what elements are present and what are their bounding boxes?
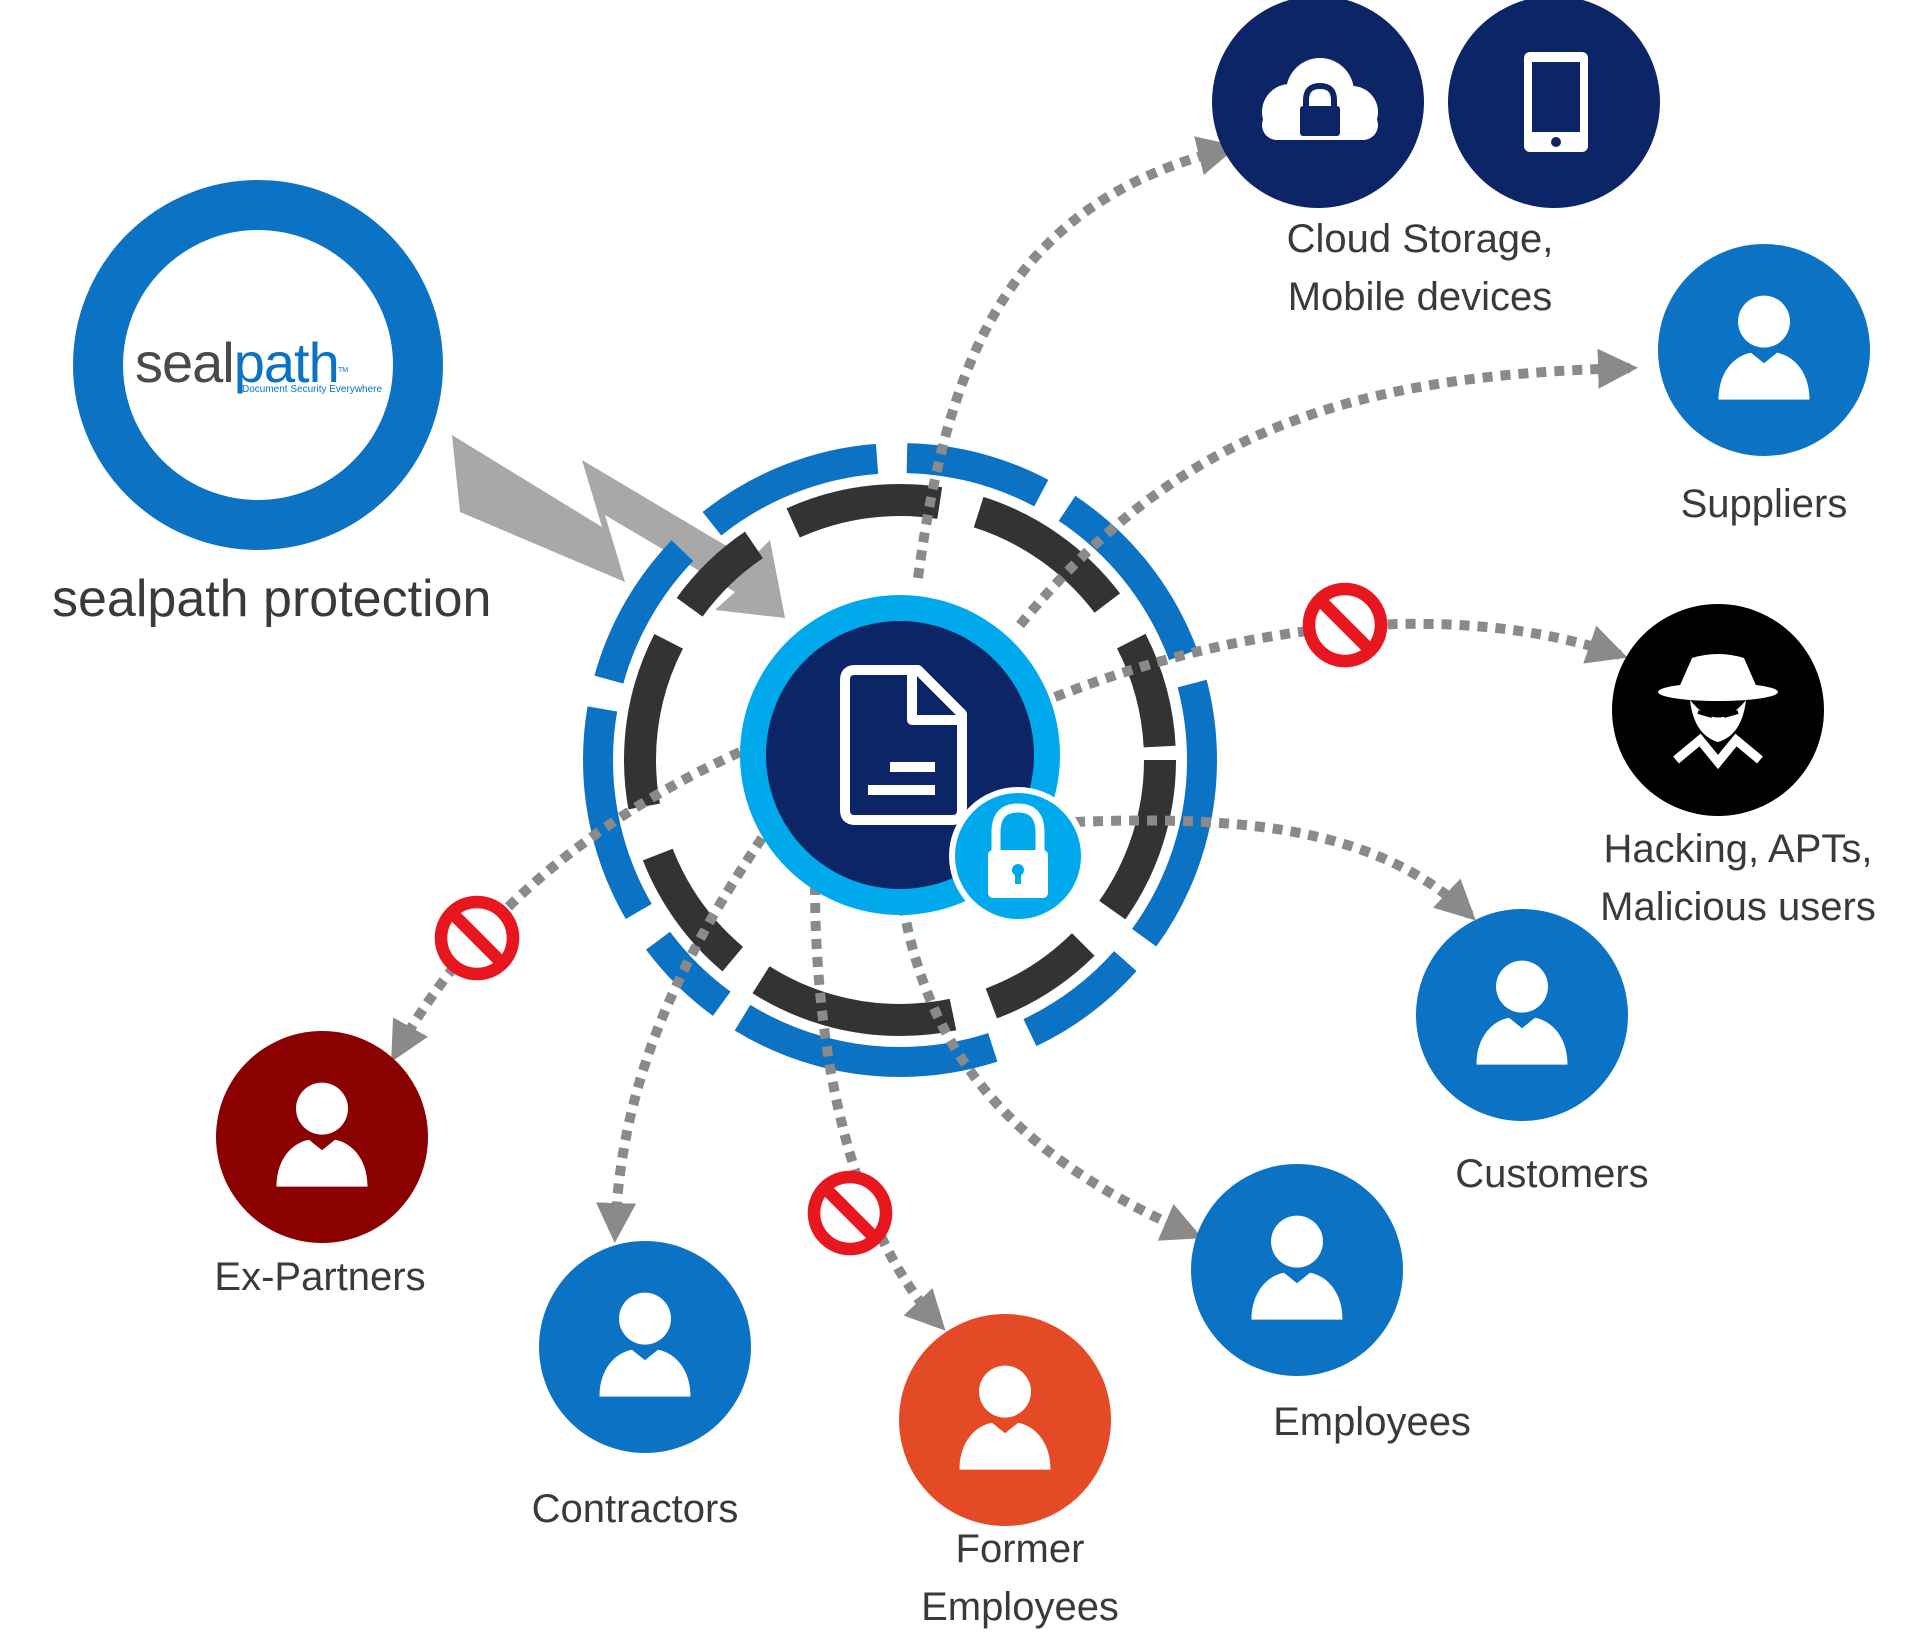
hacking-label: Hacking, APTs, Malicious users — [1588, 820, 1888, 936]
document-icon — [840, 665, 967, 825]
svg-text:sealpath: sealpath — [135, 331, 339, 394]
arrow-to-cloud — [913, 136, 1238, 579]
hacker-icon — [1658, 654, 1778, 770]
cloud-label-line1: Cloud Storage, — [1286, 217, 1554, 261]
protected-document — [740, 595, 1087, 925]
hacking-label-line2: Malicious users — [1600, 885, 1876, 929]
former-label-line1: Former — [955, 1527, 1085, 1571]
hacking-node — [1612, 604, 1824, 816]
access-arrows — [390, 136, 1638, 1331]
arrow-to-former — [810, 884, 946, 1331]
lightning-bolt — [452, 435, 785, 618]
suppliers-label: Suppliers — [1680, 482, 1848, 526]
arrow-to-customers — [1074, 815, 1476, 921]
contractors-node — [539, 1241, 751, 1453]
tablet-icon — [1524, 52, 1588, 152]
former-employees-node — [899, 1314, 1111, 1526]
cloud-lock-icon — [1262, 58, 1378, 140]
sealpath-protection-label: sealpath protection — [52, 570, 492, 628]
protection-rings — [583, 443, 1217, 1077]
employees-node — [1191, 1164, 1403, 1376]
logo-word-seal: seal — [135, 331, 234, 394]
employees-label: Employees — [1273, 1400, 1471, 1444]
sealpath-logo: sealpath TM Document Security Everywhere — [73, 180, 443, 550]
ex-partners-label: Ex-Partners — [214, 1255, 426, 1299]
padlock-icon — [949, 787, 1087, 925]
logo-tagline: Document Security Everywhere — [242, 384, 382, 395]
arrow-to-contractors — [596, 835, 767, 1243]
no-entry-icon-former — [814, 1177, 886, 1249]
hacking-label-line1: Hacking, APTs, — [1603, 827, 1873, 871]
arrow-to-hacking — [1053, 618, 1628, 702]
arrow-to-employees — [898, 904, 1203, 1241]
arrow-to-expartners — [390, 747, 743, 1062]
suppliers-node — [1658, 244, 1870, 456]
no-entry-icon-expartners — [441, 902, 513, 974]
customers-label: Customers — [1455, 1152, 1649, 1196]
ex-partners-node — [216, 1031, 428, 1243]
customers-node — [1416, 909, 1628, 1121]
arrow-to-suppliers — [1016, 348, 1638, 629]
no-entry-icon-hacking — [1309, 589, 1381, 661]
logo-word-path: path — [234, 331, 339, 394]
former-employees-label: Former Employees — [880, 1520, 1160, 1636]
former-label-line2: Employees — [921, 1585, 1119, 1629]
contractors-label: Contractors — [531, 1487, 739, 1531]
cloud-label: Cloud Storage, Mobile devices — [1270, 210, 1570, 326]
logo-trademark: TM — [338, 367, 348, 374]
cloud-label-line2: Mobile devices — [1287, 275, 1553, 319]
cloud-node — [1212, 0, 1660, 208]
